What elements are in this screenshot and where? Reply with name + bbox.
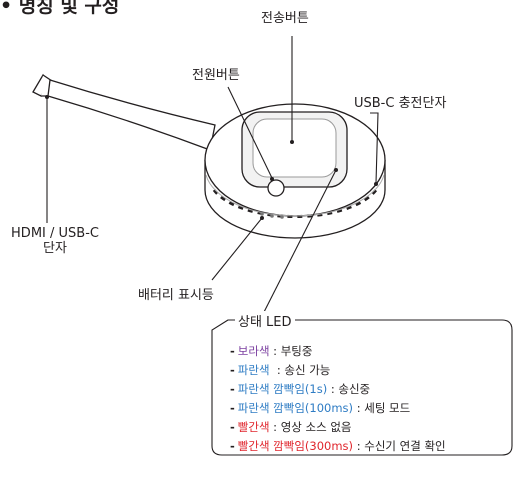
leader-usb-c: [370, 112, 379, 184]
send-button: [241, 111, 348, 188]
led-status-item: -빨간색 깜빡임(300ms) : 수신기 연결 확인: [230, 439, 446, 453]
led-meaning: 영상 소스 없음: [280, 420, 352, 434]
led-meaning: 부팅중: [280, 344, 313, 358]
led-separator: :: [269, 420, 281, 434]
led-color-name: 빨간색 깜빡임(300ms): [237, 439, 354, 453]
led-status-item: -파란색 깜빡임(100ms) : 세팅 모드: [230, 401, 411, 415]
led-meaning: 세팅 모드: [364, 401, 411, 415]
led-separator: :: [269, 363, 285, 377]
label-usb-c-charging-port: USB-C 충전단자: [354, 96, 447, 111]
led-separator: :: [269, 344, 281, 358]
label-hdmi-line2: 단자: [43, 241, 67, 256]
label-hdmi-line1: HDMI / USB-C: [11, 226, 99, 241]
power-button: [267, 179, 285, 197]
led-color-name: 파란색 깜빡임(1s): [237, 382, 328, 396]
led-color-name: 보라색: [237, 344, 270, 358]
led-status-item: -파란색 깜빡임(1s) : 송신중: [230, 382, 371, 396]
led-status-item: -파란색 : 송신 가능: [230, 363, 331, 377]
led-meaning: 송신중: [338, 382, 371, 396]
led-color-name: 파란색: [237, 363, 270, 377]
legend-title: 상태 LED: [235, 311, 295, 330]
led-status-list: -보라색 : 부팅중 -파란색 : 송신 가능 -파란색 깜빡임(1s) : 송…: [230, 342, 446, 456]
led-separator: :: [353, 401, 365, 415]
label-send-button: 전송버튼: [261, 11, 309, 26]
label-battery-indicator: 배터리 표시등: [138, 288, 214, 303]
leader-power: [227, 86, 273, 179]
label-power-button: 전원버튼: [192, 68, 240, 83]
leader-battery: [211, 217, 263, 281]
led-color-name: 빨간색: [237, 420, 270, 434]
led-separator: :: [327, 382, 339, 396]
legend-box: [211, 319, 513, 456]
page-title: • 명칭 및 구성: [0, 0, 120, 17]
led-status-item: -보라색 : 부팅중: [230, 344, 313, 358]
cable: [47, 79, 216, 151]
battery-leds: [260, 212, 284, 219]
led-color-name: 파란색 깜빡임(100ms): [237, 401, 354, 415]
leader-led: [261, 169, 337, 317]
led-meaning: 송신 가능: [284, 363, 331, 377]
label-hdmi-connector: HDMI / USB-C 단자: [5, 226, 105, 256]
led-meaning: 수신기 연결 확인: [364, 439, 446, 453]
led-separator: :: [353, 439, 365, 453]
led-status-item: -빨간색 : 영상 소스 없음: [230, 420, 352, 434]
